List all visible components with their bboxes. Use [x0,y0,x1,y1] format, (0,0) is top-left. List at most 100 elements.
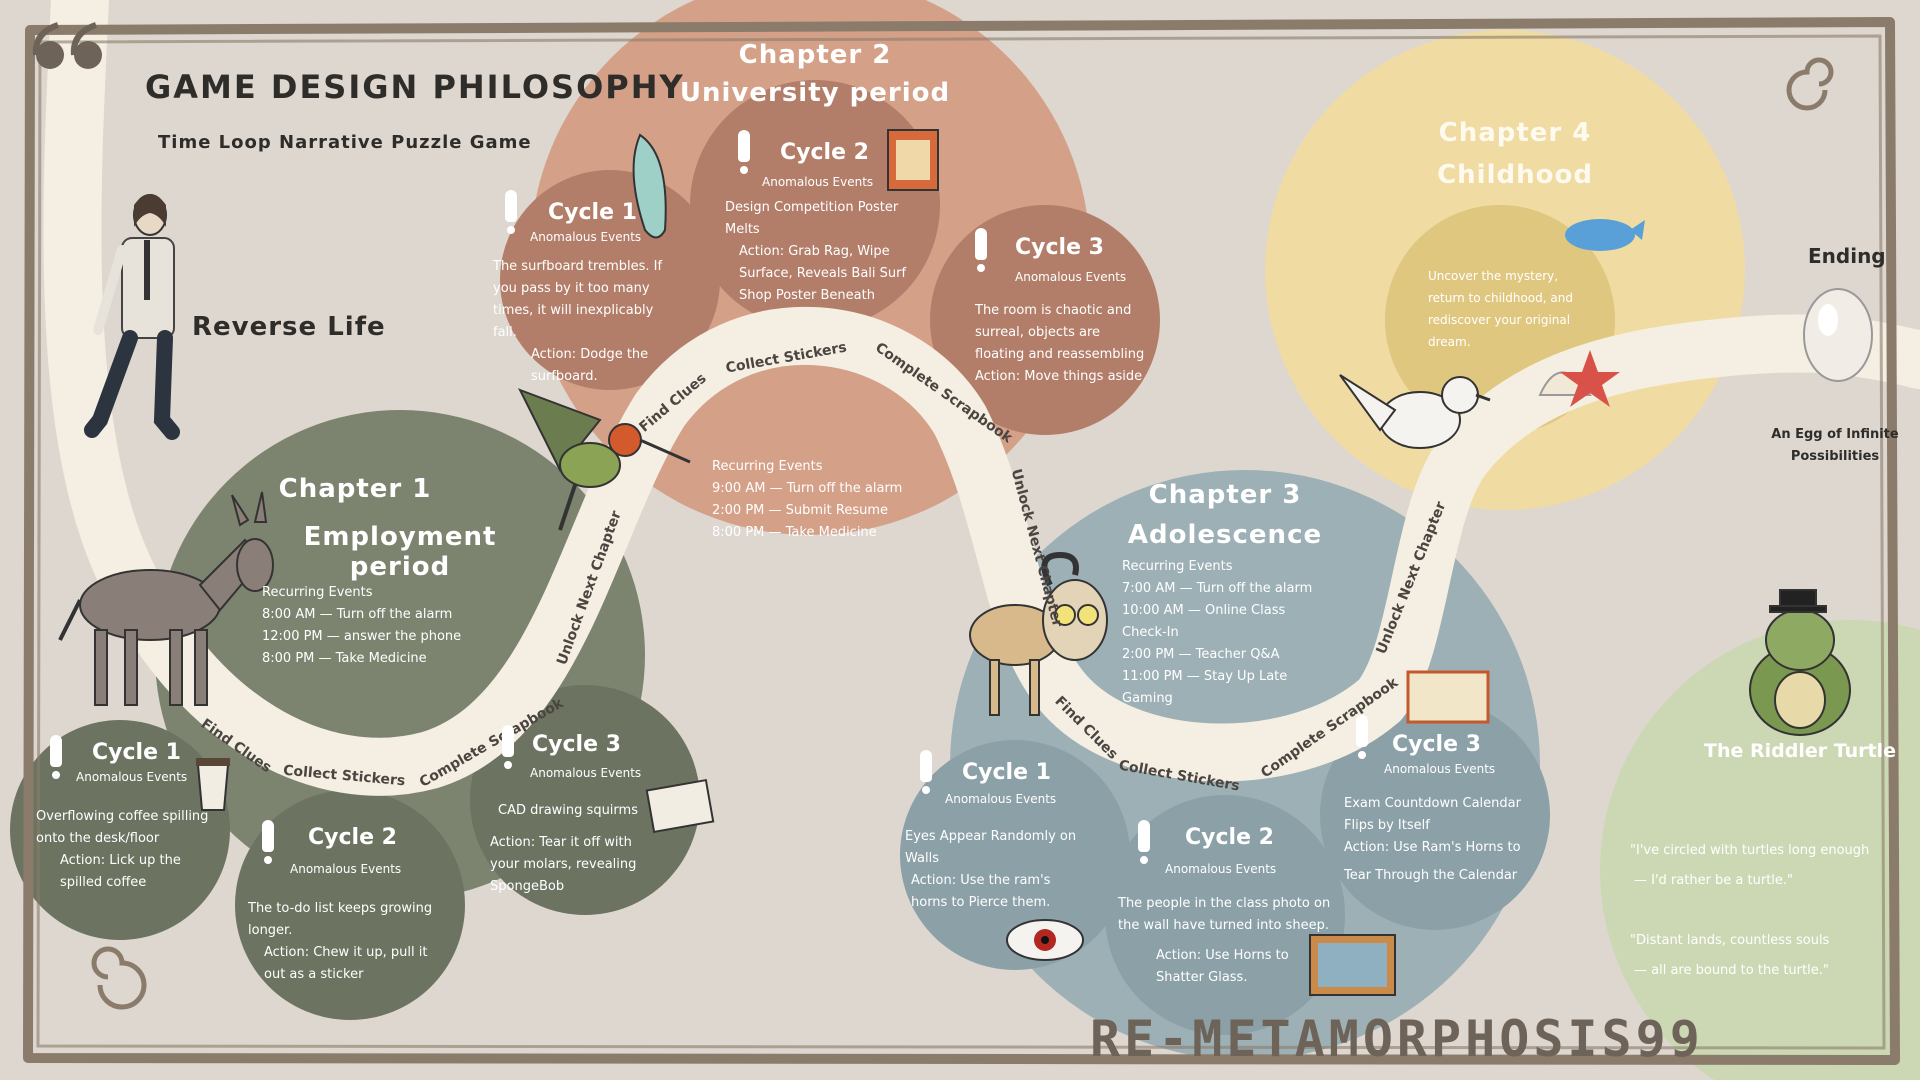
chapter2-cycle2-bg [690,80,940,330]
turtle-title: The Riddler Turtle [1704,740,1896,762]
bird-icon [1339,374,1491,449]
donkey-icon [58,491,274,706]
frame-inner [36,34,1886,1050]
text-line: The room is chaotic and [975,303,1132,318]
chapter2-title: Chapter 2 [738,40,892,70]
text-line: fall. [493,325,517,340]
text-line: Shatter Glass. [1156,970,1248,985]
chapter1-subtitle: Employment period [303,522,497,582]
text-line: horns to Pierce them. [911,895,1051,910]
text-line: — all are bound to the turtle." [1634,963,1829,978]
text-line: your molars, revealing [490,857,637,872]
ending-body: An Egg of Infinite Possibilities [1765,424,1905,468]
chapter2-cycle3-body: The room is chaotic and surreal, objects… [975,300,1165,388]
recurring-item: 2:00 PM — Submit Resume [712,503,889,518]
chapter1-cycle1-sub: Anomalous Events [76,770,188,784]
recurring-title: Recurring Events [712,459,823,474]
text-line: Action: Use Ram's Horns to [1344,840,1521,855]
text-line: "Distant lands, countless souls [1630,933,1830,948]
recurring-item: 10:00 AM — Online Class [1122,603,1286,618]
text-line: Tear Through the Calendar [1344,868,1518,883]
chapter3-cycle1-bg [900,740,1130,970]
chapter1-cycle2-title: Cycle 2 [308,825,397,850]
chapter1-cycle3-sub: Anomalous Events [530,766,642,780]
chapter1-cycle2-bg [235,790,465,1020]
chapter3-cycle1-sub: Anomalous Events [945,792,1057,806]
class-photo-icon [1309,934,1396,996]
text-line: CAD drawing squirms [498,803,638,818]
chapter2-cycle1-sub: Anomalous Events [530,230,642,244]
chapter3-cycle2-title: Cycle 2 [1185,825,1274,850]
chapter1-cycle3-title: Cycle 3 [532,732,621,757]
chapter3-recurring: Recurring Events 7:00 AM — Turn off the … [1122,556,1312,710]
turtle-quote-2: "Distant lands, countless souls — all ar… [1630,926,1900,986]
chapter1-recurring: Recurring Events 8:00 AM — Turn off the … [262,582,461,670]
calendar-icon [1406,670,1490,724]
recurring-item: 9:00 AM — Turn off the alarm [712,481,903,496]
chapter4-title: Chapter 4 [1438,118,1592,148]
alert-icon [738,130,750,174]
reverse-life-label: Reverse Life [192,312,386,342]
text-line: Eyes Appear Randomly on [905,829,1077,844]
chapter1-cycle1-title: Cycle 1 [92,740,181,765]
alert-icon [1138,820,1150,864]
turtle-quote-1: "I've circled with turtles long enough —… [1630,836,1900,896]
text-line: SpongeBob [490,879,565,894]
turtle-icon [1749,589,1851,736]
text-line: return to childhood, and [1428,291,1573,305]
text-line: Possibilities [1790,449,1880,464]
alert-icon [505,190,517,234]
text-line: Exam Countdown Calendar [1344,796,1521,811]
recurring-item: Gaming [1122,691,1173,706]
man-walking-icon [84,194,180,440]
recurring-item: 2:00 PM — Teacher Q&A [1122,647,1280,662]
text-line: Action: Grab Rag, Wipe [739,244,890,259]
chapter3-cycle2-sub: Anomalous Events [1165,862,1277,876]
recurring-item: 8:00 AM — Turn off the alarm [262,607,453,622]
spiral-icon [91,57,1834,1010]
text-line: Action: Use Horns to [1156,948,1289,963]
poster-icon [887,129,939,191]
text-line: The surfboard trembles. If [493,259,663,274]
recurring-item: 8:00 PM — Take Medicine [712,525,877,540]
chapter3-subtitle: Adolescence [1127,520,1323,550]
chapter2-cycle1-title: Cycle 1 [548,200,637,225]
text-line: Action: Chew it up, pull it [264,945,428,960]
starfish-icon [1560,350,1620,407]
hummingbird-icon [517,388,691,531]
eye-icon [1006,919,1084,961]
text-line: Shop Poster Beneath [739,288,875,303]
text-line: longer. [248,923,293,938]
chapter2-cycle3-sub: Anomalous Events [1015,270,1127,284]
text-line: dream. [1428,335,1471,349]
text-line: Surface, Reveals Bali Surf [739,266,907,281]
text-line: times, it will inexplicably [493,303,654,318]
turtle-bg [1600,620,1920,1080]
text-line: floating and reassembling [975,347,1145,362]
text-line: Design Competition Poster [725,200,899,215]
chapter3-cycle2-body: The people in the class photo on the wal… [1118,893,1338,989]
chapter2-cycle2-title: Cycle 2 [780,140,869,165]
page-title: GAME DESIGN PHILOSOPHY [145,68,685,106]
text-line: Overflowing coffee spilling [36,809,209,824]
chapter1-cycle1-bg [10,720,230,940]
text-line: — I'd rather be a turtle." [1634,873,1794,888]
chapter3-cycle1-body: Eyes Appear Randomly on Walls Action: Us… [905,826,1105,914]
chapter4-body: Uncover the mystery, return to childhood… [1428,265,1573,353]
alert-icon [920,750,932,794]
text-line: surreal, objects are [975,325,1101,340]
chapter3-cycle3-body: Exam Countdown Calendar Flips by Itself … [1344,793,1544,887]
surfboard-icon [632,133,667,239]
chapter1-cycle3-bg [470,685,700,915]
chapter1-cycle2-body: The to-do list keeps growing longer. Act… [248,898,458,986]
text-line: the wall have turned into sheep. [1118,918,1329,933]
text-line: surfboard. [531,369,598,384]
text-line: An Egg of Infinite [1771,427,1899,442]
text-line: you pass by it too many [493,281,650,296]
alert-icon [1356,715,1368,759]
recurring-item: Check-In [1122,625,1179,640]
text-line: onto the desk/floor [36,831,160,846]
text-line: Melts [725,222,760,237]
